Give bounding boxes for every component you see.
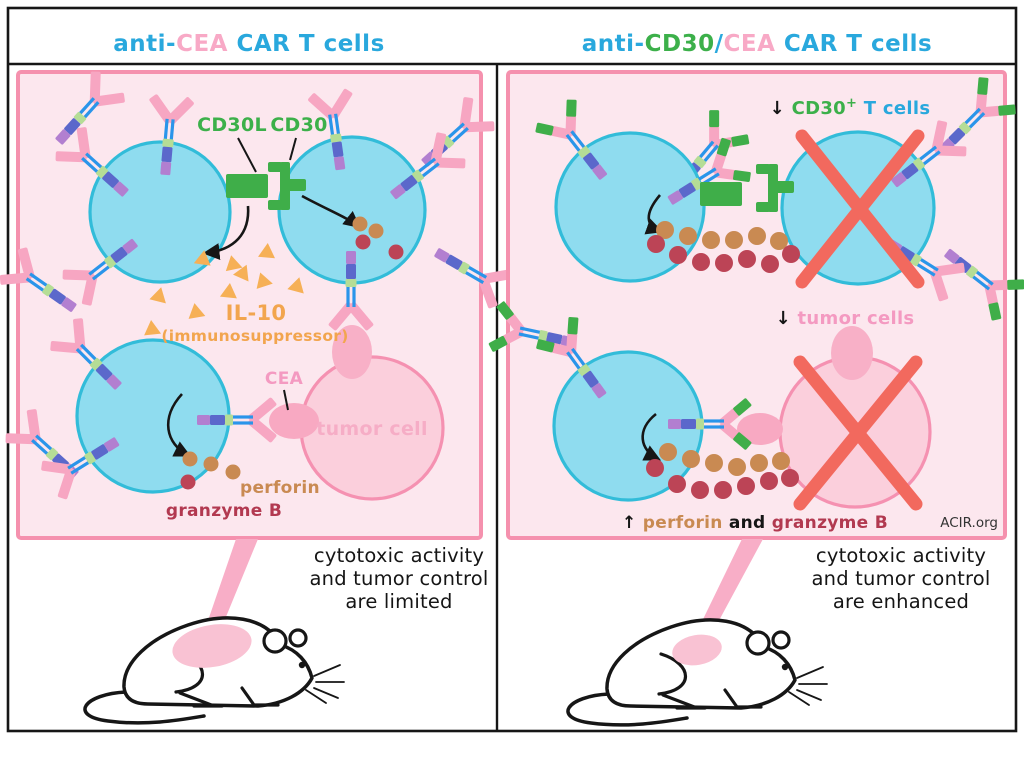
cd30l-pointer-line [237, 137, 257, 173]
granzyme-dots [180, 234, 404, 490]
elimination-cross-t-cell [795, 129, 925, 289]
credit-text: ACIR.org [940, 515, 998, 531]
right-panel: ↓ CD30+ T cells ↓ tumor cells ↑ perforin… [486, 70, 1024, 540]
svg-text:and tumor control: and tumor control [309, 567, 488, 590]
il10-label: IL-10 [226, 301, 287, 325]
cd30-label: CD30 [270, 114, 327, 136]
tumor-patch-large [172, 624, 252, 668]
cd30l-molecule [226, 174, 268, 198]
right-title: anti-CD30/CEA CAR T cells [582, 31, 932, 57]
perforin-label: perforin [240, 478, 320, 498]
left-panel: tumor cell CD30L CD30 [0, 66, 518, 540]
left-caption: cytotoxic activity and tumor control are… [309, 544, 488, 613]
il10-secretion-arrow [202, 205, 250, 260]
elimination-cross-tumor [793, 355, 923, 511]
outer-frame [6, 6, 1018, 733]
tumor-cell: tumor cell [269, 325, 445, 501]
perforin-dots-row2 [659, 443, 790, 476]
mouse-illustration-left [83, 616, 346, 725]
granzyme-label: granzyme B [166, 501, 282, 521]
svg-text:cytotoxic activity: cytotoxic activity [816, 544, 986, 567]
tumor-bump-antigen-right [831, 326, 873, 380]
cd30-t-cells-decrease-label: ↓ CD30+ T cells [770, 96, 931, 119]
cd30-pointer-line [289, 137, 297, 161]
mouse-illustration-right [566, 618, 829, 727]
right-caption: cytotoxic activity and tumor control are… [811, 544, 990, 613]
granule-release-arrow [166, 393, 192, 457]
svg-text:are enhanced: are enhanced [833, 590, 969, 613]
tumor-cells-decrease-label: ↓ tumor cells [776, 308, 915, 329]
perforin-granzyme-increase-label: ↑ perforin and granzyme B [622, 513, 888, 533]
cd30l-label: CD30L [197, 114, 267, 136]
cd30l-molecule-row1 [700, 182, 742, 206]
svg-text:cytotoxic activity: cytotoxic activity [314, 544, 484, 567]
il10-sublabel: (immunosuppressor) [161, 327, 348, 345]
granzyme-dots-row1 [647, 235, 800, 273]
cea-antigen-right [737, 413, 783, 445]
perforin-dots-row1 [656, 221, 788, 250]
tumor-patch-small [672, 634, 722, 666]
granule-release-arrow-row2 [641, 412, 662, 461]
svg-text:are limited: are limited [345, 590, 452, 613]
granzyme-dots-row2 [646, 459, 799, 499]
left-title: anti-CEA CAR T cells [113, 31, 385, 57]
cea-pointer-line [283, 389, 289, 411]
svg-text:and tumor control: and tumor control [811, 567, 990, 590]
tumor-bump-antigen [332, 325, 372, 379]
cea-antigen [269, 403, 319, 439]
cea-label: CEA [265, 369, 304, 389]
perforin-dots [182, 216, 384, 480]
tumor-cell-label: tumor cell [316, 418, 428, 440]
